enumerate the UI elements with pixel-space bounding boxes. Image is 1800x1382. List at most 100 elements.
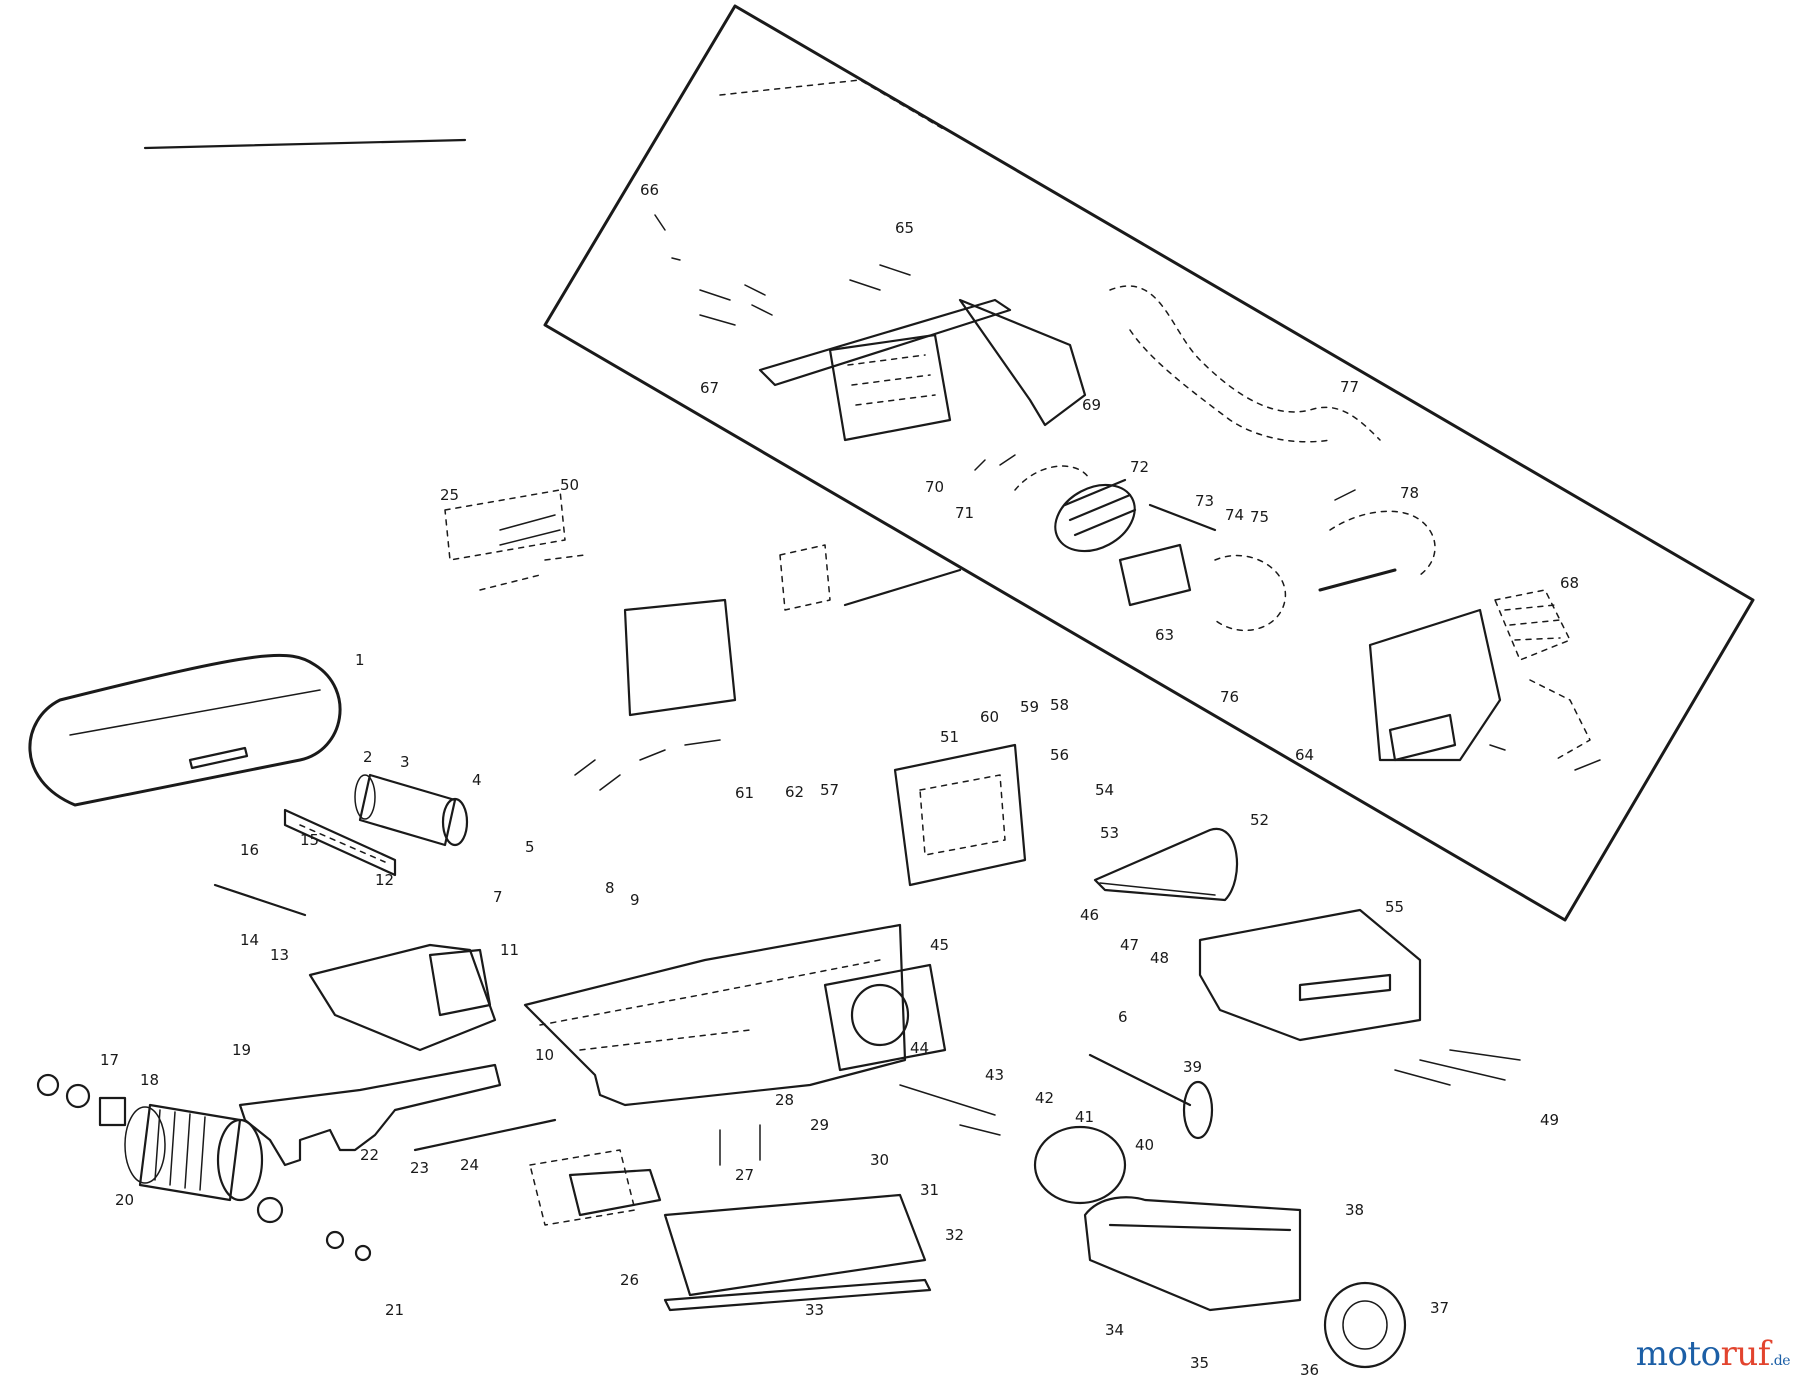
label-22: 22 xyxy=(360,1146,379,1164)
label-27: 27 xyxy=(735,1166,754,1184)
label-11: 11 xyxy=(500,941,519,959)
label-63: 63 xyxy=(1155,626,1174,644)
logo-part-moto: moto xyxy=(1635,1334,1721,1374)
label-64: 64 xyxy=(1295,746,1314,764)
part-rear-frame xyxy=(1083,1196,1302,1312)
label-10: 10 xyxy=(535,1046,554,1064)
part-housing-plate xyxy=(828,333,952,442)
label-40: 40 xyxy=(1135,1136,1154,1154)
label-7: 7 xyxy=(493,888,503,906)
label-18: 18 xyxy=(140,1071,159,1089)
part-front-roller xyxy=(124,1103,264,1202)
label-35: 35 xyxy=(1190,1354,1209,1372)
label-8: 8 xyxy=(605,879,615,897)
label-39: 39 xyxy=(1183,1058,1202,1076)
part-gear-housing xyxy=(893,743,1027,887)
inset-parts xyxy=(654,79,1601,771)
logo-part-ruf: ruf xyxy=(1720,1334,1771,1374)
label-5: 5 xyxy=(525,838,535,856)
label-31: 31 xyxy=(920,1181,939,1199)
label-32: 32 xyxy=(945,1226,964,1244)
label-68: 68 xyxy=(1560,574,1579,592)
label-58: 58 xyxy=(1050,696,1069,714)
label-59: 59 xyxy=(1020,698,1039,716)
part-drive-roller xyxy=(354,773,469,847)
part-drum-disc xyxy=(1033,1125,1127,1205)
label-65: 65 xyxy=(895,219,914,237)
label-16: 16 xyxy=(240,841,259,859)
part-main-housing xyxy=(523,923,907,1107)
label-9: 9 xyxy=(630,891,640,909)
label-70: 70 xyxy=(925,478,944,496)
header-rule xyxy=(143,138,467,150)
label-12: 12 xyxy=(375,871,394,889)
part-brush-rod xyxy=(1148,503,1217,532)
label-50: 50 xyxy=(560,476,579,494)
motoruf-logo: motoruf.de xyxy=(1635,1334,1791,1374)
label-36: 36 xyxy=(1300,1361,1319,1379)
part-handle-bar xyxy=(758,298,1012,387)
inset-connector xyxy=(843,568,962,607)
label-43: 43 xyxy=(985,1066,1004,1084)
label-25: 25 xyxy=(440,486,459,504)
part-side-cover xyxy=(1198,908,1422,1042)
label-30: 30 xyxy=(870,1151,889,1169)
label-24: 24 xyxy=(460,1156,479,1174)
part-lever-bracket xyxy=(308,943,497,1052)
label-13: 13 xyxy=(270,946,289,964)
label-37: 37 xyxy=(1430,1299,1449,1317)
label-48: 48 xyxy=(1150,949,1169,967)
label-46: 46 xyxy=(1080,906,1099,924)
label-21: 21 xyxy=(385,1301,404,1319)
label-6: 6 xyxy=(1118,1008,1128,1026)
logo-tld: .de xyxy=(1769,1353,1791,1369)
part-switch-plate xyxy=(623,598,737,717)
part-mount-bracket xyxy=(238,1063,502,1167)
label-55: 55 xyxy=(1385,898,1404,916)
label-2: 2 xyxy=(363,748,373,766)
label-20: 20 xyxy=(115,1191,134,1209)
label-28: 28 xyxy=(775,1091,794,1109)
label-67: 67 xyxy=(700,379,719,397)
part-vent-window xyxy=(823,963,947,1072)
label-66: 66 xyxy=(640,181,659,199)
label-78: 78 xyxy=(1400,484,1419,502)
label-3: 3 xyxy=(400,753,410,771)
label-34: 34 xyxy=(1105,1321,1124,1339)
label-76: 76 xyxy=(1220,688,1239,706)
label-1: 1 xyxy=(355,651,365,669)
part-motor-housing xyxy=(1368,608,1502,762)
label-29: 29 xyxy=(810,1116,829,1134)
label-62: 62 xyxy=(785,783,804,801)
label-54: 54 xyxy=(1095,781,1114,799)
part-armature xyxy=(1014,465,1137,553)
label-61: 61 xyxy=(735,784,754,802)
inset-frame xyxy=(543,4,1755,922)
part-stator xyxy=(1118,543,1192,607)
label-73: 73 xyxy=(1195,492,1214,510)
label-53: 53 xyxy=(1100,824,1119,842)
part-tension-plate xyxy=(283,808,397,877)
label-41: 41 xyxy=(1075,1108,1094,1126)
label-42: 42 xyxy=(1035,1089,1054,1107)
label-38: 38 xyxy=(1345,1201,1364,1219)
label-56: 56 xyxy=(1050,746,1069,764)
part-cover-plate xyxy=(958,298,1087,427)
label-72: 72 xyxy=(1130,458,1149,476)
label-77: 77 xyxy=(1340,378,1359,396)
label-26: 26 xyxy=(620,1271,639,1289)
label-52: 52 xyxy=(1250,811,1269,829)
label-57: 57 xyxy=(820,781,839,799)
label-74: 74 xyxy=(1225,506,1244,524)
label-51: 51 xyxy=(940,728,959,746)
label-14: 14 xyxy=(240,931,259,949)
label-45: 45 xyxy=(930,936,949,954)
part-base-plate xyxy=(663,1193,927,1297)
label-69: 69 xyxy=(1082,396,1101,414)
label-4: 4 xyxy=(472,771,482,789)
label-23: 23 xyxy=(410,1159,429,1177)
part-power-cord xyxy=(1109,285,1381,441)
label-44: 44 xyxy=(910,1039,929,1057)
